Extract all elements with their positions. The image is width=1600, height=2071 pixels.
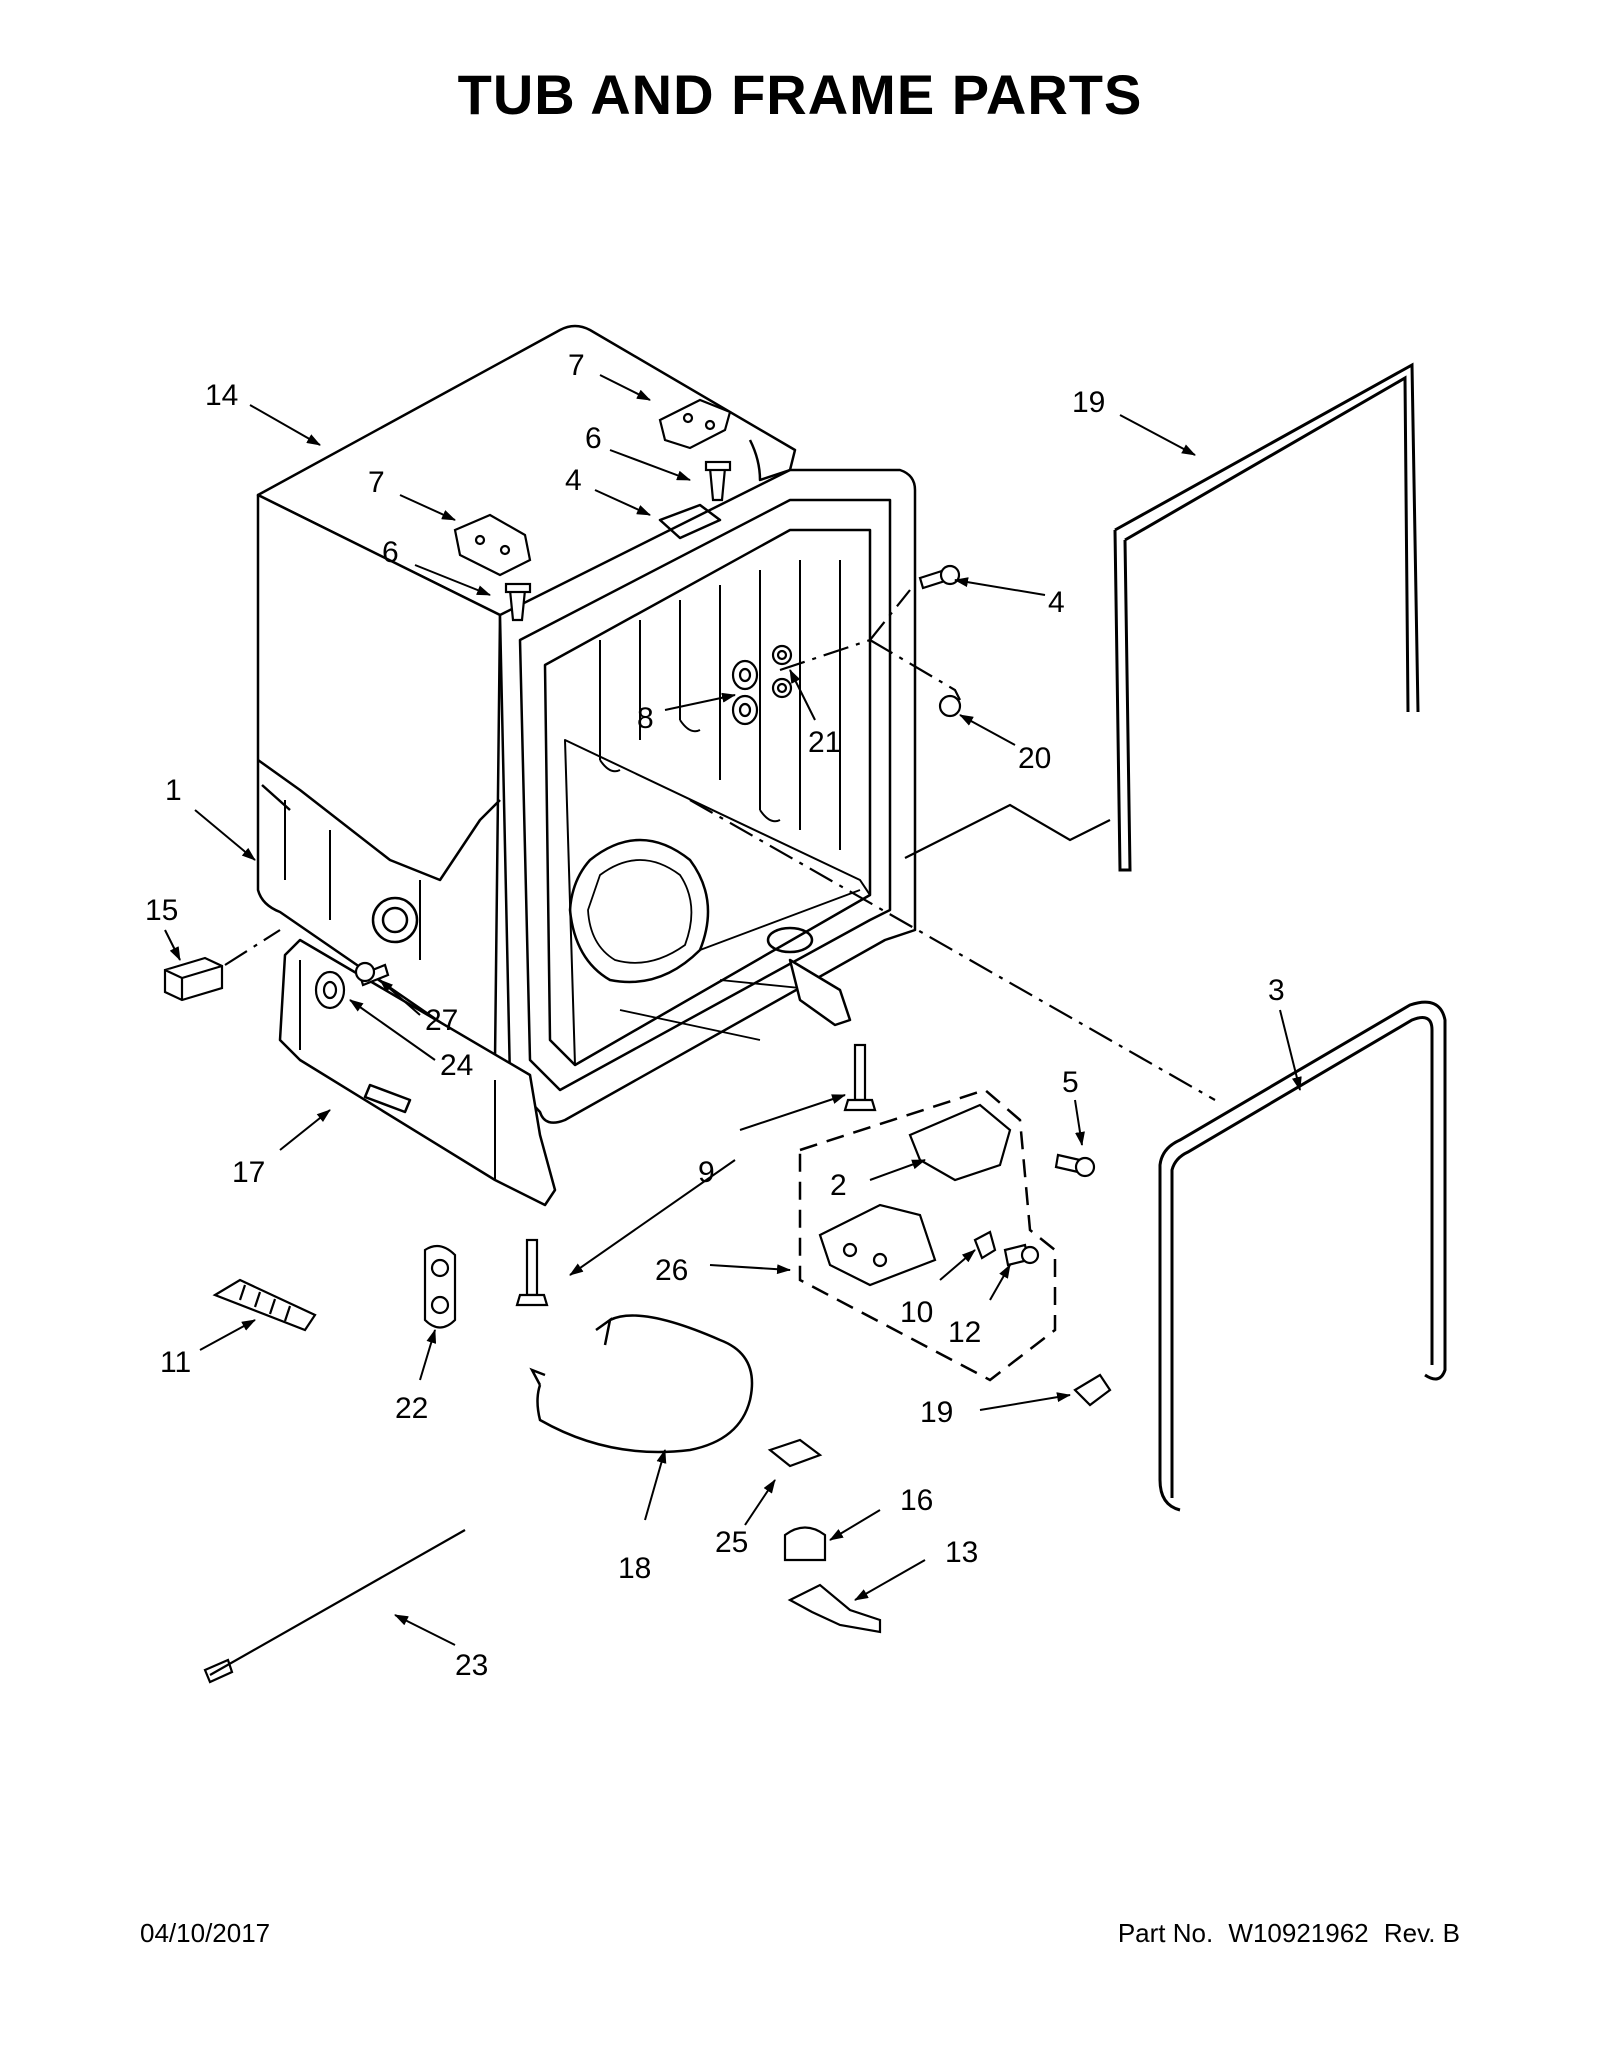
plug-20 xyxy=(938,694,962,718)
clip-19 xyxy=(1073,1373,1112,1407)
assembly-lines xyxy=(224,589,1216,1101)
hinge-bracket-top xyxy=(658,398,732,450)
rod-23 xyxy=(203,1529,466,1684)
screw-12 xyxy=(1003,1243,1040,1267)
callout-5: 5 xyxy=(1062,1066,1079,1099)
callout-8: 8 xyxy=(637,702,654,735)
cap-15 xyxy=(163,956,224,1002)
callout-12: 12 xyxy=(948,1316,981,1349)
revision: Rev. B xyxy=(1383,1918,1460,1948)
bracket-13 xyxy=(787,1583,882,1634)
clip-25 xyxy=(767,1438,823,1468)
screw-27 xyxy=(354,961,390,987)
screw-5 xyxy=(1054,1153,1096,1178)
leveling-leg-9b xyxy=(515,1238,549,1307)
tub-gasket-3 xyxy=(1158,1000,1447,1512)
bracket-24 xyxy=(314,970,346,1010)
callout-15: 15 xyxy=(145,894,178,927)
leveling-leg-9a xyxy=(843,1043,877,1112)
callout-6-top: 6 xyxy=(585,422,602,455)
washers-21 xyxy=(771,644,793,699)
bracket-assembly-26 xyxy=(818,1203,937,1287)
callout-2: 2 xyxy=(830,1169,847,1202)
revision-date: 04/10/2017 xyxy=(140,1918,271,1948)
callout-1: 1 xyxy=(165,774,182,807)
callout-17: 17 xyxy=(232,1156,265,1189)
callout-6-side: 6 xyxy=(382,536,399,569)
tub-assembly xyxy=(256,324,917,1124)
callout-23: 23 xyxy=(455,1649,488,1682)
callout-22: 22 xyxy=(395,1392,428,1425)
wire-harness-18 xyxy=(529,1314,754,1454)
hinge-screw-side xyxy=(504,582,532,622)
base-frame xyxy=(278,938,852,1207)
hinge-screw-top xyxy=(704,460,732,502)
callout-10: 10 xyxy=(900,1296,933,1329)
bracket-22 xyxy=(423,1244,457,1329)
page-title: TUB AND FRAME PARTS xyxy=(457,63,1143,126)
callout-3: 3 xyxy=(1268,974,1285,1007)
switch-16 xyxy=(783,1526,827,1562)
hinge-bracket-side xyxy=(453,513,532,577)
callout-18: 18 xyxy=(618,1552,651,1585)
door-gasket-19 xyxy=(1113,362,1420,872)
callout-7-top: 7 xyxy=(568,349,585,382)
part-number: W10921962 xyxy=(1228,1918,1369,1948)
part-number-label: Part No. xyxy=(1117,1918,1214,1948)
callout-25: 25 xyxy=(715,1526,748,1559)
callout-24: 24 xyxy=(440,1049,473,1082)
callout-20: 20 xyxy=(1018,742,1051,775)
callout-4-right: 4 xyxy=(1048,586,1065,619)
callout-26: 26 xyxy=(655,1254,688,1287)
part-number-line: Part No. W10921962 Rev. B xyxy=(1110,1918,1460,1949)
callout-21: 21 xyxy=(808,726,841,759)
callout-16: 16 xyxy=(900,1484,933,1517)
callout-13: 13 xyxy=(945,1536,978,1569)
callout-9: 9 xyxy=(698,1156,715,1189)
cover-2 xyxy=(908,1103,1012,1182)
callout-7-side: 7 xyxy=(368,466,385,499)
callout-19-top: 19 xyxy=(1072,386,1105,419)
callout-4-top: 4 xyxy=(565,464,582,497)
callout-19-bottom: 19 xyxy=(920,1396,953,1429)
callout-27: 27 xyxy=(425,1004,458,1037)
grommets-8 xyxy=(731,659,759,726)
bracket-group-26 xyxy=(798,1088,1057,1382)
callout-11: 11 xyxy=(160,1346,191,1379)
spring-11 xyxy=(212,1278,317,1332)
leader-arrows xyxy=(164,374,1302,1646)
clip-10 xyxy=(973,1230,997,1260)
gasket-break-line xyxy=(904,803,1111,859)
callout-labels: 14 7 6 7 4 6 19 4 8 21 20 1 15 27 24 3 5… xyxy=(145,349,1285,1682)
callout-14: 14 xyxy=(205,379,238,412)
screw-4 xyxy=(918,564,961,590)
